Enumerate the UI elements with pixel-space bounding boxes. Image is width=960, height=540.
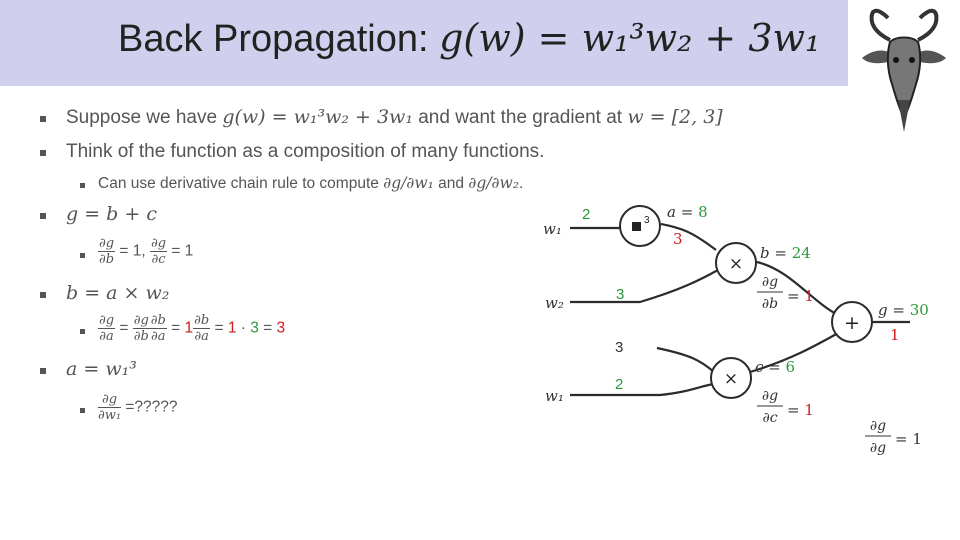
bullet-math: ∂g/∂w₂ bbox=[468, 174, 519, 192]
g-gradient: 1 bbox=[890, 326, 900, 344]
fraction: ∂g∂a bbox=[98, 313, 116, 344]
bullet-text: Can use derivative chain rule to compute bbox=[98, 175, 384, 192]
equation-text: · bbox=[236, 319, 251, 337]
svg-text:∂g: ∂g bbox=[870, 418, 886, 434]
bullet-marker bbox=[40, 368, 46, 374]
input-w1-bottom: w₁ bbox=[545, 387, 564, 405]
red-value: 3 bbox=[276, 319, 286, 337]
bullet-b-eq: b = a × w₂ bbox=[66, 282, 169, 305]
bullet-a-eq: a = w₁³ bbox=[66, 358, 137, 381]
const-three: 3 bbox=[615, 339, 623, 356]
svg-text:= 1: = 1 bbox=[787, 287, 814, 305]
svg-text:= 1: = 1 bbox=[787, 401, 814, 419]
multiply-symbol: × bbox=[729, 254, 743, 274]
bullet-math: b = a × w₂ bbox=[66, 282, 170, 304]
b-label: b = 24 bbox=[760, 244, 811, 262]
c-label: c = 6 bbox=[755, 358, 795, 376]
cube-exponent: 3 bbox=[644, 215, 650, 226]
svg-text:∂g: ∂g bbox=[762, 274, 778, 290]
input-w1-top: w₁ bbox=[543, 220, 562, 238]
w1-top-value: 2 bbox=[582, 206, 590, 223]
bullet-marker bbox=[40, 213, 46, 219]
bullet-composition: Think of the function as a composition o… bbox=[66, 141, 544, 163]
bullet-text: Think of the function as a composition o… bbox=[66, 141, 545, 162]
bullet-dg-db: ∂g∂b = 1, ∂g∂c = 1 bbox=[98, 236, 193, 267]
fraction: ∂b∂a bbox=[149, 313, 167, 344]
red-value: 1 bbox=[184, 319, 194, 337]
red-value: 1 bbox=[227, 319, 237, 337]
w2-value: 3 bbox=[616, 286, 624, 303]
bullet-marker bbox=[40, 150, 46, 156]
bullet-g-eq: g = b + c bbox=[66, 203, 157, 226]
equation-text: = bbox=[258, 319, 277, 337]
dc-gradient: ∂g ∂c = 1 bbox=[757, 388, 814, 426]
svg-text:∂c: ∂c bbox=[762, 410, 777, 426]
sub-bullet-marker bbox=[80, 253, 85, 258]
svg-text:= 1: = 1 bbox=[895, 430, 922, 448]
bullet-math: ∂g/∂w₁ bbox=[383, 174, 434, 192]
bullet-chain-rule: Can use derivative chain rule to compute… bbox=[98, 174, 523, 193]
sub-bullet-marker bbox=[80, 183, 85, 188]
goat-icon bbox=[862, 8, 946, 132]
bullet-math: a = w₁³ bbox=[66, 358, 137, 380]
bullet-marker bbox=[40, 292, 46, 298]
title-bar bbox=[0, 0, 960, 86]
multiply-node-top: × bbox=[715, 242, 757, 284]
bullet-text: Suppose we have bbox=[66, 107, 223, 128]
title-prefix: Back Propagation: bbox=[118, 18, 440, 60]
bullet-math: g = b + c bbox=[66, 203, 157, 225]
square-icon bbox=[632, 222, 641, 231]
equation-text: = bbox=[210, 319, 228, 337]
bullet-marker bbox=[40, 116, 46, 122]
bullet-dg-da: ∂g∂a = ∂g∂b∂b∂a = 1∂b∂a = 1 · 3 = 3 bbox=[98, 313, 285, 344]
green-value: 3 bbox=[250, 319, 259, 337]
equation-text: = 1, bbox=[119, 242, 146, 260]
svg-text:∂g: ∂g bbox=[762, 388, 778, 404]
equation-text: =????? bbox=[121, 398, 178, 416]
bullet-math: g(w) = w₁³w₂ + 3w₁ bbox=[222, 106, 413, 128]
a-label: a = 8 bbox=[667, 203, 708, 221]
g-label: g = 30 bbox=[878, 301, 929, 319]
equation-text: = bbox=[115, 319, 133, 337]
db-gradient: ∂g ∂b = 1 bbox=[757, 274, 814, 312]
input-w2: w₂ bbox=[545, 294, 564, 312]
dg-dg-gradient: ∂g ∂g = 1 bbox=[865, 418, 922, 456]
multiply-symbol: × bbox=[724, 369, 738, 389]
bullet-math: w = [2, 3] bbox=[627, 106, 723, 128]
cube-node: 3 bbox=[619, 205, 661, 247]
plus-node: + bbox=[831, 301, 873, 343]
fraction: ∂g∂w₁ bbox=[98, 392, 122, 423]
svg-text:∂b: ∂b bbox=[762, 296, 778, 312]
bullet-suppose: Suppose we have g(w) = w₁³w₂ + 3w₁ and w… bbox=[66, 106, 723, 129]
fraction: ∂g∂c bbox=[149, 236, 168, 267]
multiply-node-bottom: × bbox=[710, 357, 752, 399]
fraction: ∂g∂b bbox=[132, 313, 150, 344]
sub-bullet-marker bbox=[80, 329, 85, 334]
svg-text:∂g: ∂g bbox=[870, 440, 886, 456]
sub-bullet-marker bbox=[80, 408, 85, 413]
bullet-text: and bbox=[433, 175, 469, 192]
fraction: ∂b∂a bbox=[193, 313, 211, 344]
equation-text: = bbox=[166, 319, 185, 337]
bullet-text: and want the gradient at bbox=[412, 107, 628, 128]
goat-logo bbox=[848, 0, 960, 138]
bullet-text: . bbox=[518, 175, 524, 192]
title-math: g(w) = w₁³w₂ + 3w₁ bbox=[439, 16, 821, 60]
fraction: ∂g∂b bbox=[98, 236, 116, 267]
bullet-dg-dw1: ∂g∂w₁ =????? bbox=[98, 392, 178, 423]
w1-bottom-value: 2 bbox=[615, 376, 623, 393]
a-gradient: 3 bbox=[673, 230, 683, 248]
slide-title: Back Propagation: g(w) = w₁³w₂ + 3w₁ bbox=[118, 16, 820, 61]
plus-symbol: + bbox=[844, 312, 860, 334]
equation-text: = 1 bbox=[171, 242, 194, 260]
